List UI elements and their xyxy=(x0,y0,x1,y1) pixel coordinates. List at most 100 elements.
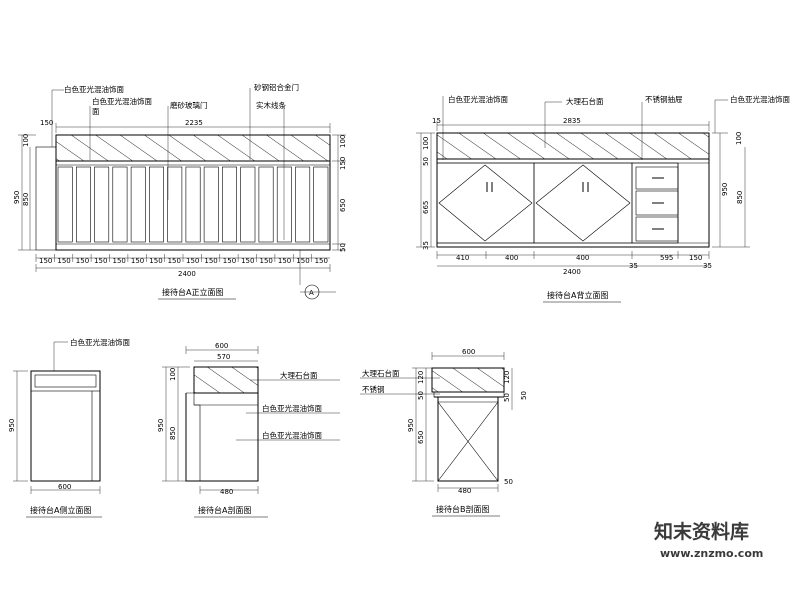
front-a-panel xyxy=(295,166,311,243)
back-a-drawers xyxy=(631,162,679,244)
front-a-module-dim: 150 xyxy=(168,257,181,265)
front-a-note-1b: 面 xyxy=(92,107,100,116)
section-a-title: 接待台A剖面图 xyxy=(198,505,251,515)
back-a-left-dim-100: 100 xyxy=(422,137,430,150)
section-b-bottom-width: 480 xyxy=(458,487,471,495)
front-a-module-dim: 150 xyxy=(113,257,126,265)
front-a-panel xyxy=(94,166,110,243)
section-b: 600 120 50 950 650 120 50 50 480 50 大理石台… xyxy=(360,348,528,517)
section-b-height-50: 50 xyxy=(417,391,425,400)
back-a-left-dim-50: 50 xyxy=(422,157,430,166)
section-b-height-950: 950 xyxy=(407,419,415,432)
watermark-url: www.znzmo.com xyxy=(660,547,763,560)
front-a-panel xyxy=(240,166,256,243)
side-a-note: 白色亚光混油饰面 xyxy=(70,337,130,347)
section-b-right-120: 120 xyxy=(503,371,511,384)
section-a: 600 570 100 950 850 480 大理石台面 白色亚光混油饰面 白… xyxy=(157,342,340,518)
section-b-bottom-small: 50 xyxy=(504,478,513,486)
back-a-bottom-width: 2400 xyxy=(563,268,581,276)
front-a-module-dim: 150 xyxy=(94,257,107,265)
front-a-panel xyxy=(57,166,73,243)
front-a-height-950: 950 xyxy=(13,191,21,204)
front-a-panel xyxy=(222,166,237,243)
section-a-note-2: 白色亚光混油饰面 xyxy=(262,403,322,413)
section-b-note-2: 不锈钢 xyxy=(362,384,385,394)
back-a-top-width: 2835 xyxy=(563,117,581,125)
front-a-module-dim: 150 xyxy=(223,257,236,265)
back-a-title: 接待台A背立面图 xyxy=(547,290,608,300)
front-a-panel xyxy=(76,166,91,243)
watermark: 知末资料库 www.znzmo.com xyxy=(654,520,763,560)
front-a-right-dim-100: 100 xyxy=(339,135,347,148)
section-a-height-950: 950 xyxy=(157,419,165,432)
section-b-height-120: 120 xyxy=(417,371,425,384)
front-a-module-dim: 150 xyxy=(204,257,217,265)
front-a-section-marker xyxy=(304,284,320,300)
front-a-module-dim: 150 xyxy=(39,257,52,265)
section-a-top-width: 600 xyxy=(215,342,228,350)
front-a-panel xyxy=(313,166,329,243)
front-a-right-dim-650: 650 xyxy=(339,199,347,212)
side-a-title: 接待台A侧立面图 xyxy=(30,505,91,515)
front-a-right-dim-150: 150 xyxy=(339,157,347,170)
front-a-module-dim: 150 xyxy=(278,257,291,265)
back-a-note-3: 不锈钢抽屉 xyxy=(645,94,683,104)
front-a-panel xyxy=(167,166,183,243)
front-a-title: 接待台A正立面图 xyxy=(162,287,223,297)
watermark-cn: 知末资料库 xyxy=(654,520,749,543)
front-a-side-panel xyxy=(35,146,57,251)
front-a-module-dim: 150 xyxy=(57,257,70,265)
front-a-note-2: 磨砂玻璃门 xyxy=(170,100,208,110)
side-elevation-a: 白色亚光混油饰面 950 600 接待台A侧立面图 xyxy=(8,337,130,518)
side-a-width: 600 xyxy=(58,483,71,491)
back-a-note-2: 大理石台面 xyxy=(566,96,604,106)
section-a-bottom-width: 480 xyxy=(220,488,233,496)
back-a-note-4: 白色亚光混油饰面 xyxy=(730,94,790,104)
section-b-note-1: 大理石台面 xyxy=(362,368,400,378)
front-a-note-3: 砂钢铝合金门 xyxy=(254,82,299,92)
section-b-body xyxy=(437,396,499,482)
back-a-right-dim-950: 950 xyxy=(721,183,729,196)
front-a-note-top: 白色亚光混油饰面 xyxy=(64,84,124,94)
front-a-countertop-band xyxy=(55,134,331,162)
back-a-seg-150: 150 xyxy=(689,254,702,262)
back-a-left-offset: 15 xyxy=(432,117,441,125)
section-b-title: 接待台B剖面图 xyxy=(436,504,490,514)
front-a-module-dim: 150 xyxy=(76,257,89,265)
front-a-right-dim-50: 50 xyxy=(339,243,347,252)
front-a-section-marker-label: A xyxy=(309,289,314,297)
front-a-top-width: 2235 xyxy=(185,119,203,127)
front-a-panel xyxy=(185,166,201,243)
front-a-module-dim: 150 xyxy=(315,257,328,265)
front-a-panels xyxy=(57,166,329,243)
front-a-module-dim: 150 xyxy=(131,257,144,265)
back-a-doors xyxy=(436,162,633,244)
back-a-note-1: 白色亚光混油饰面 xyxy=(448,94,508,104)
back-a-bottom-small-b: 35 xyxy=(703,262,712,270)
back-a-bottom-small-a: 35 xyxy=(629,262,638,270)
front-a-panel xyxy=(203,166,219,243)
front-a-note-4: 实木线条 xyxy=(256,100,286,110)
section-b-right-50a: 50 xyxy=(503,393,511,402)
section-a-height-850: 850 xyxy=(169,427,177,440)
front-a-bottom-width: 2400 xyxy=(178,270,196,278)
back-a-left-dim-665: 665 xyxy=(422,201,430,214)
back-a-seg-400b: 400 xyxy=(576,254,589,262)
section-a-height-100: 100 xyxy=(169,368,177,381)
back-a-countertop-band xyxy=(436,132,710,160)
front-a-height-100: 100 xyxy=(22,134,30,147)
front-a-height-850: 850 xyxy=(22,193,30,206)
back-a-seg-400a: 400 xyxy=(505,254,518,262)
front-a-module-dim: 150 xyxy=(296,257,309,265)
front-a-panel xyxy=(276,166,292,243)
back-a-right-dim-100: 100 xyxy=(735,132,743,145)
section-b-height-650: 650 xyxy=(417,431,425,444)
section-a-note-3: 白色亚光混油饰面 xyxy=(262,430,322,440)
back-a-seg-595: 595 xyxy=(660,254,673,262)
front-a-module-dim: 150 xyxy=(149,257,162,265)
front-a-module-dim: 150 xyxy=(186,257,199,265)
section-a-note-1: 大理石台面 xyxy=(280,370,318,380)
section-a-countertop xyxy=(193,366,259,394)
section-a-inner-width: 570 xyxy=(217,353,230,361)
